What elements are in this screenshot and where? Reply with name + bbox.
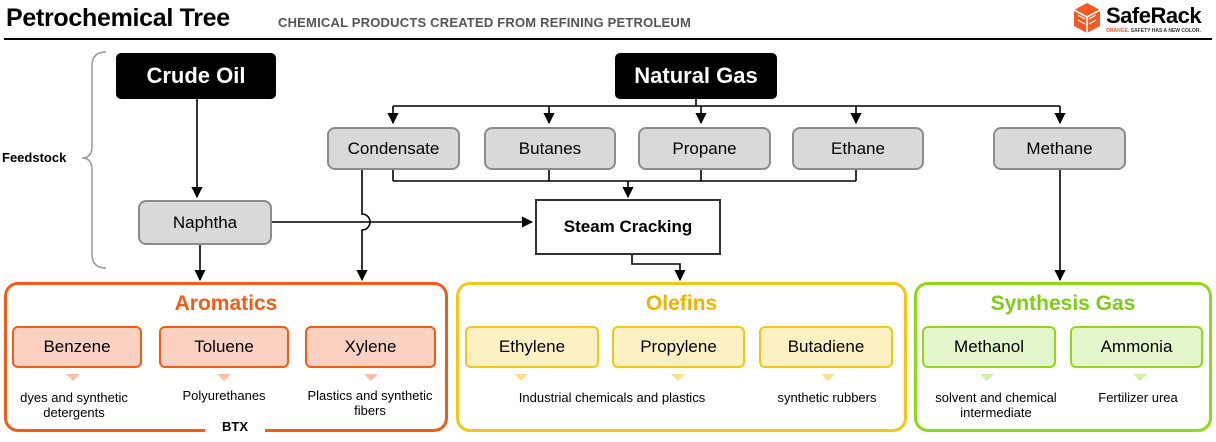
naphtha-node: Naphtha	[138, 200, 272, 245]
methane-node: Methane	[993, 127, 1126, 170]
ammonia-use: Fertilizer urea	[1098, 390, 1178, 405]
saferack-cube-icon	[1073, 3, 1101, 33]
saferack-logo: SafeRack ORANGE. SAFETY HAS A NEW COLOR.	[1072, 2, 1212, 36]
ethylene-node: Ethylene	[465, 326, 599, 368]
butadiene-pointer	[821, 374, 835, 381]
page-subtitle: CHEMICAL PRODUCTS CREATED FROM REFINING …	[278, 15, 692, 30]
logo-tagline-rest: SAFETY HAS A NEW COLOR.	[1130, 28, 1201, 34]
ethane-node: Ethane	[792, 127, 924, 170]
logo-wordmark: SafeRack	[1106, 3, 1202, 28]
toluene-node: Toluene	[159, 326, 289, 368]
methanol-node: Methanol	[922, 326, 1056, 368]
ethylene-propylene-use: Industrial chemicals and plastics	[518, 390, 706, 405]
methanol-pointer	[980, 374, 994, 381]
butanes-node: Butanes	[484, 127, 616, 170]
benzene-use: dyes and synthetic detergents	[20, 390, 128, 420]
toluene-use: Polyurethanes	[182, 388, 266, 403]
propylene-node: Propylene	[612, 326, 745, 368]
cracking-to-olefins	[631, 255, 686, 282]
feedstock-label: Feedstock	[2, 150, 67, 165]
crude-oil-node: Crude Oil	[116, 53, 276, 99]
xylene-pointer	[364, 374, 378, 381]
aromatics-title: Aromatics	[174, 292, 278, 315]
synthesis-gas-title: Synthesis Gas	[990, 292, 1136, 315]
ethylene-pointer	[514, 374, 528, 381]
page-title: Petrochemical Tree	[6, 4, 230, 32]
steam-cracking-node: Steam Cracking	[535, 199, 721, 255]
btx-label: BTX	[205, 418, 265, 436]
ammonia-pointer	[1133, 374, 1147, 381]
natural-gas-node: Natural Gas	[615, 53, 777, 99]
benzene-node: Benzene	[12, 326, 142, 368]
xylene-node: Xylene	[305, 326, 436, 368]
propane-node: Propane	[638, 127, 771, 170]
butadiene-node: Butadiene	[759, 326, 893, 368]
condensate-node: Condensate	[327, 127, 460, 170]
header-divider	[4, 38, 1212, 40]
propylene-pointer	[671, 374, 685, 381]
condensate-to-aromatics	[356, 170, 371, 282]
xylene-use: Plastics and synthetic fibers	[307, 388, 433, 418]
feedstock-brace	[81, 51, 107, 269]
benzene-pointer	[66, 374, 80, 381]
butadiene-use: synthetic rubbers	[777, 390, 877, 405]
ammonia-node: Ammonia	[1070, 326, 1203, 368]
logo-tagline-accent: ORANGE.	[1106, 28, 1130, 34]
toluene-pointer	[217, 374, 231, 381]
logo-tagline: ORANGE. SAFETY HAS A NEW COLOR.	[1106, 28, 1201, 34]
olefins-title: Olefins	[645, 292, 718, 315]
methanol-use: solvent and chemical intermediate	[935, 390, 1057, 420]
